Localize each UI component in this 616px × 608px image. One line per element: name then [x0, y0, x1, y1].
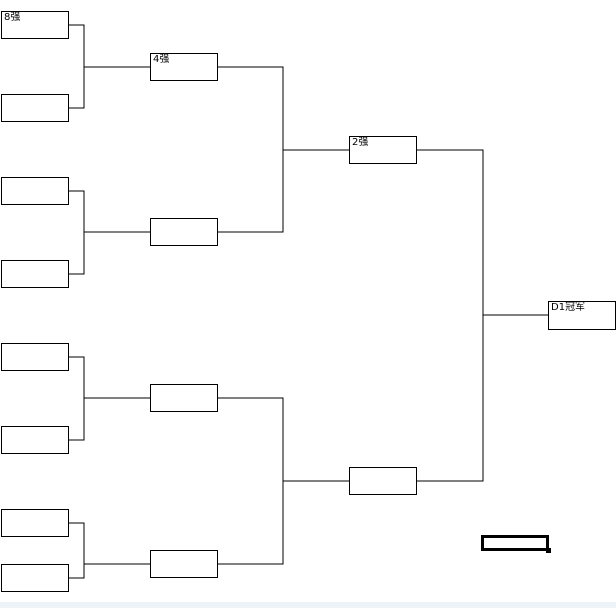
round-of-4-slot-4[interactable]: [150, 550, 218, 578]
connector-4-3-4: [218, 397, 349, 565]
round-of-8-slot-6[interactable]: [1, 426, 69, 454]
round-of-4-slot-1[interactable]: 4强: [150, 53, 218, 81]
fill-handle[interactable]: [546, 548, 551, 553]
connector-8-1-2: [69, 24, 150, 109]
round-of-8-slot-4[interactable]: [1, 260, 69, 288]
round-of-4-slot-2[interactable]: [150, 218, 218, 246]
round-of-8-slot-2[interactable]: [1, 94, 69, 122]
round-of-8-slot-5[interactable]: [1, 343, 69, 371]
connector-2-final: [417, 149, 548, 482]
round-of-2-slot-1[interactable]: 2强: [349, 136, 417, 164]
champion-slot[interactable]: D1冠军: [548, 301, 616, 330]
round-of-8-slot-3[interactable]: [1, 177, 69, 205]
round-of-8-slot-8[interactable]: [1, 564, 69, 592]
selected-cell[interactable]: [481, 535, 549, 551]
connector-8-3-4: [69, 190, 150, 275]
connector-8-5-6: [69, 356, 150, 441]
round-of-8-slot-1[interactable]: 8强: [1, 11, 69, 39]
round-of-4-slot-3[interactable]: [150, 384, 218, 412]
round-of-8-slot-7[interactable]: [1, 509, 69, 537]
connector-8-7-8: [69, 522, 150, 579]
bottom-edge-strip: [0, 602, 616, 608]
round-of-2-slot-2[interactable]: [349, 467, 417, 495]
connector-4-1-2: [218, 66, 349, 233]
